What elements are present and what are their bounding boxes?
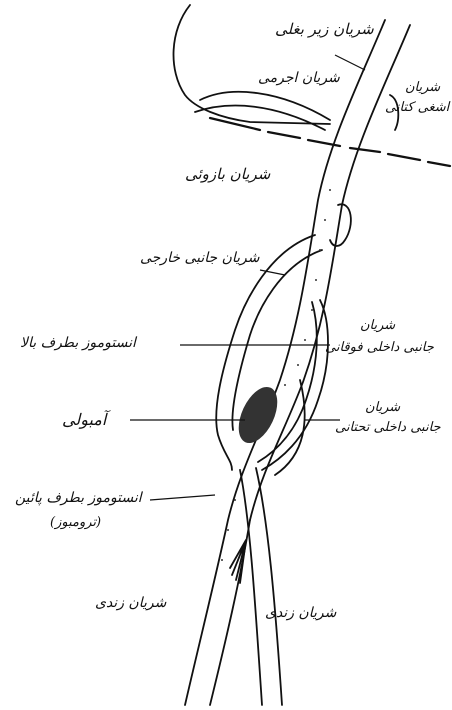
ulnar-artery-left [240, 470, 262, 705]
label-embolism: آمبولی [62, 410, 106, 429]
label-sup-int-collateral-artery-2: جانبی داخلی فوقانی [325, 340, 434, 355]
label-inf-int-collateral-artery: شریان [365, 400, 400, 415]
ulnar-fan [230, 540, 246, 583]
label-radial-artery: شریان زندی [95, 595, 166, 611]
label-anastomosis-lower-2: (ترومبوز) [50, 515, 101, 530]
leader-subclavian [335, 55, 365, 70]
label-external-collateral-artery: شریان جانبی خارجی [140, 250, 260, 266]
label-thoracic-artery-2: اشغی کتانی [385, 100, 449, 115]
leader-anastomosis-down [150, 495, 215, 500]
label-sup-int-collateral-artery: شریان [360, 318, 395, 333]
dashed-line [210, 118, 450, 166]
label-brachial-artery: شریان بازوئی [185, 165, 270, 183]
label-inf-int-collateral-artery-2: جانبی داخلی تحتانی [335, 420, 441, 435]
label-anastomosis-lower: انستوموز بطرف پائین [15, 490, 142, 506]
inf-int-collateral-artery [275, 380, 305, 475]
label-circumflex-artery: شریان اجرمی [258, 70, 340, 86]
label-thoracic-artery: شریان [405, 80, 440, 95]
embolism-mass [231, 381, 285, 449]
label-subclavian-artery: شریان زیر بغلی [275, 20, 374, 38]
label-ulnar-artery: شریان زندی [265, 605, 336, 621]
label-anastomosis-upper: انستوموز بطرف بالا [20, 335, 136, 351]
